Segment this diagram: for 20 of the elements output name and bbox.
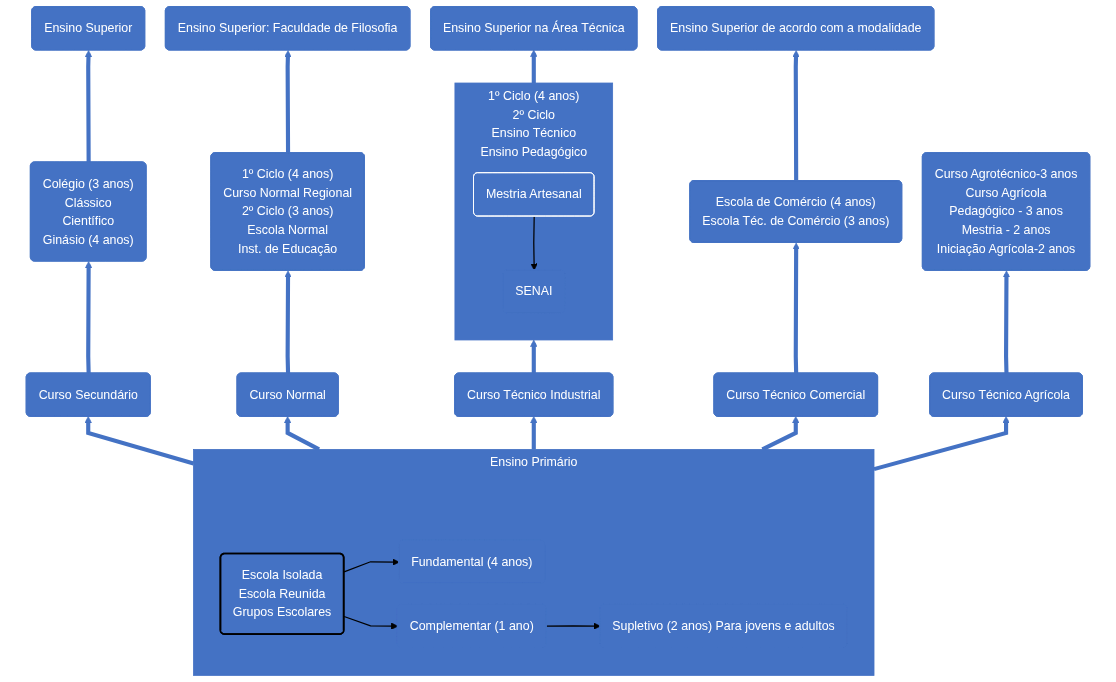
arrow [343,558,400,573]
arrow [873,416,1010,472]
arrow [545,622,601,630]
arrow [792,50,800,181]
arrow [530,339,538,373]
arrow [343,615,399,630]
arrow [84,50,93,163]
node-text: Fundamental (4 anos) [411,554,533,569]
arrow [84,416,195,466]
node-text: Supletivo (2 anos) Para jovens e adultos [612,618,835,633]
arrow [530,215,538,271]
arrow [530,49,538,84]
arrow [85,261,93,374]
arrow [792,242,800,374]
arrow [284,50,292,154]
arrow [530,416,538,450]
arrow [284,270,292,374]
node-text: SENAI [515,283,553,298]
node-text: Complementar (1 ano) [409,618,534,633]
arrow [1002,270,1011,374]
